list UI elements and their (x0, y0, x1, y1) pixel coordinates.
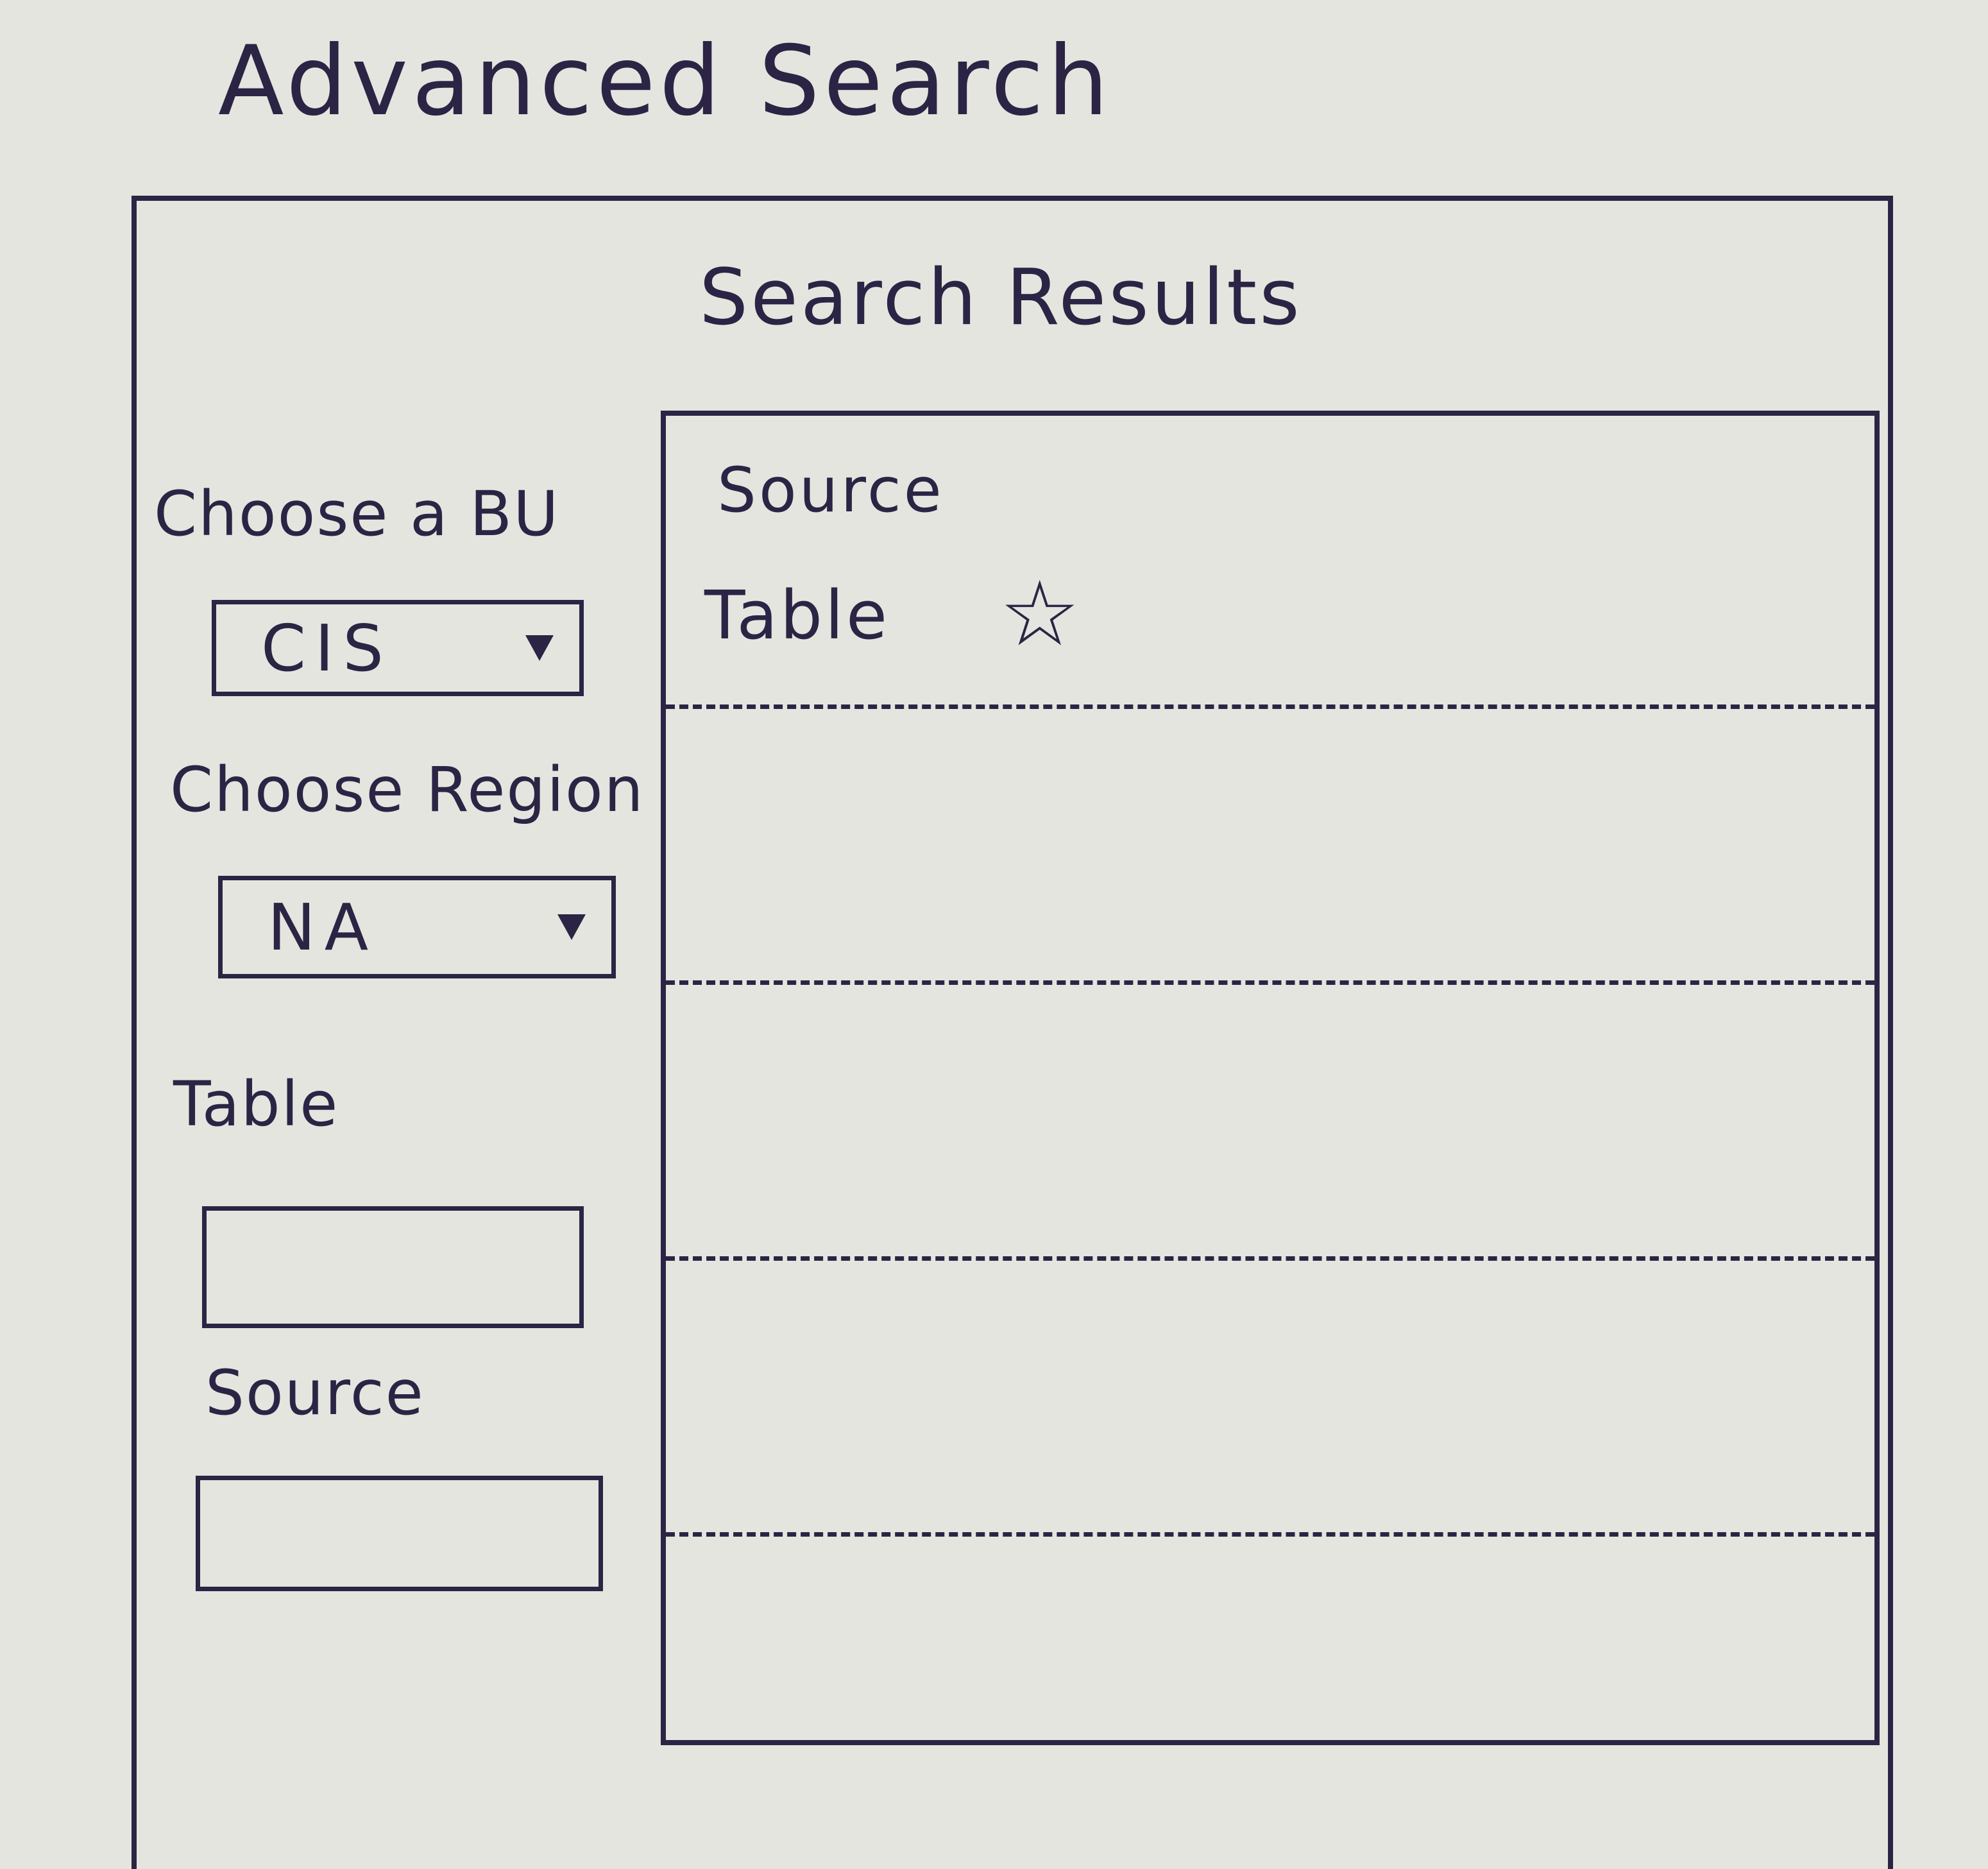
region-label: Choose Region (170, 754, 645, 826)
results-column-source: Source (717, 454, 944, 526)
star-icon[interactable]: ☆ (999, 562, 1080, 667)
page-title: Advanced Search (218, 26, 1112, 137)
chevron-down-icon (557, 914, 586, 940)
results-title: Search Results (699, 253, 1302, 343)
source-input[interactable] (196, 1476, 603, 1591)
region-select-value: NA (268, 889, 378, 965)
chevron-down-icon (525, 635, 554, 661)
result-row[interactable] (666, 1256, 1874, 1532)
result-row[interactable] (666, 980, 1874, 1256)
table-input[interactable] (202, 1206, 584, 1328)
source-label: Source (205, 1357, 425, 1429)
bu-select-value: CIS (261, 610, 393, 686)
table-label: Table (173, 1068, 339, 1140)
result-row[interactable] (666, 704, 1874, 980)
bu-select[interactable]: CIS (212, 600, 584, 696)
region-select[interactable]: NA (218, 876, 616, 978)
result-row[interactable] (666, 1532, 1874, 1808)
results-panel: Source Table ☆ (661, 411, 1880, 1745)
bu-label: Choose a BU (154, 478, 560, 550)
search-panel-frame (132, 196, 1893, 1869)
results-column-table: Table (704, 576, 890, 654)
